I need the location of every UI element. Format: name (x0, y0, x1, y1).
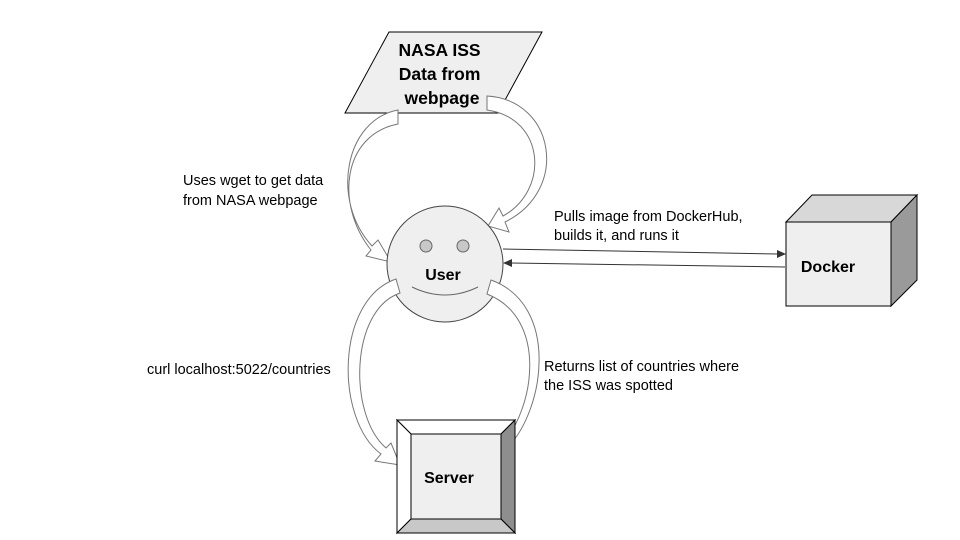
user-label: User (425, 267, 461, 284)
docker-return-arrow (503, 259, 786, 268)
returns-edge-label: Returns list of countries where the ISS … (544, 359, 743, 394)
nasa-data-node: NASA ISS Data from webpage (344, 31, 543, 114)
server-bevel-left (396, 418, 412, 535)
wget-arrow-right (486, 95, 548, 233)
server-node: Server (395, 418, 517, 535)
wget-edge-label: Uses wget to get data from NASA webpage (183, 173, 327, 209)
docker-node: Docker (784, 193, 919, 308)
curl-edge-label: curl localhost:5022/countries (147, 362, 331, 378)
docker-pull-arrow (502, 248, 786, 258)
user-mouth (411, 286, 479, 296)
docker-cube-front (785, 221, 892, 307)
server-label: Server (424, 470, 474, 487)
server-bevel-right (500, 418, 516, 535)
curl-arrow-left (347, 278, 401, 466)
nasa-data-label: NASA ISS Data from webpage (399, 40, 486, 108)
nasa-data-shape (344, 31, 543, 114)
user-face (386, 205, 504, 323)
user-right-eye (456, 239, 470, 253)
docker-pull-edge-label: Pulls image from DockerHub, builds it, a… (554, 209, 747, 244)
user-node: User (386, 205, 504, 323)
docker-label: Docker (801, 259, 855, 276)
server-bevel-bottom (395, 518, 517, 534)
server-face (410, 433, 502, 520)
wget-arrow-left (347, 109, 399, 263)
user-left-eye (419, 239, 433, 253)
server-bevel-top (395, 419, 517, 435)
